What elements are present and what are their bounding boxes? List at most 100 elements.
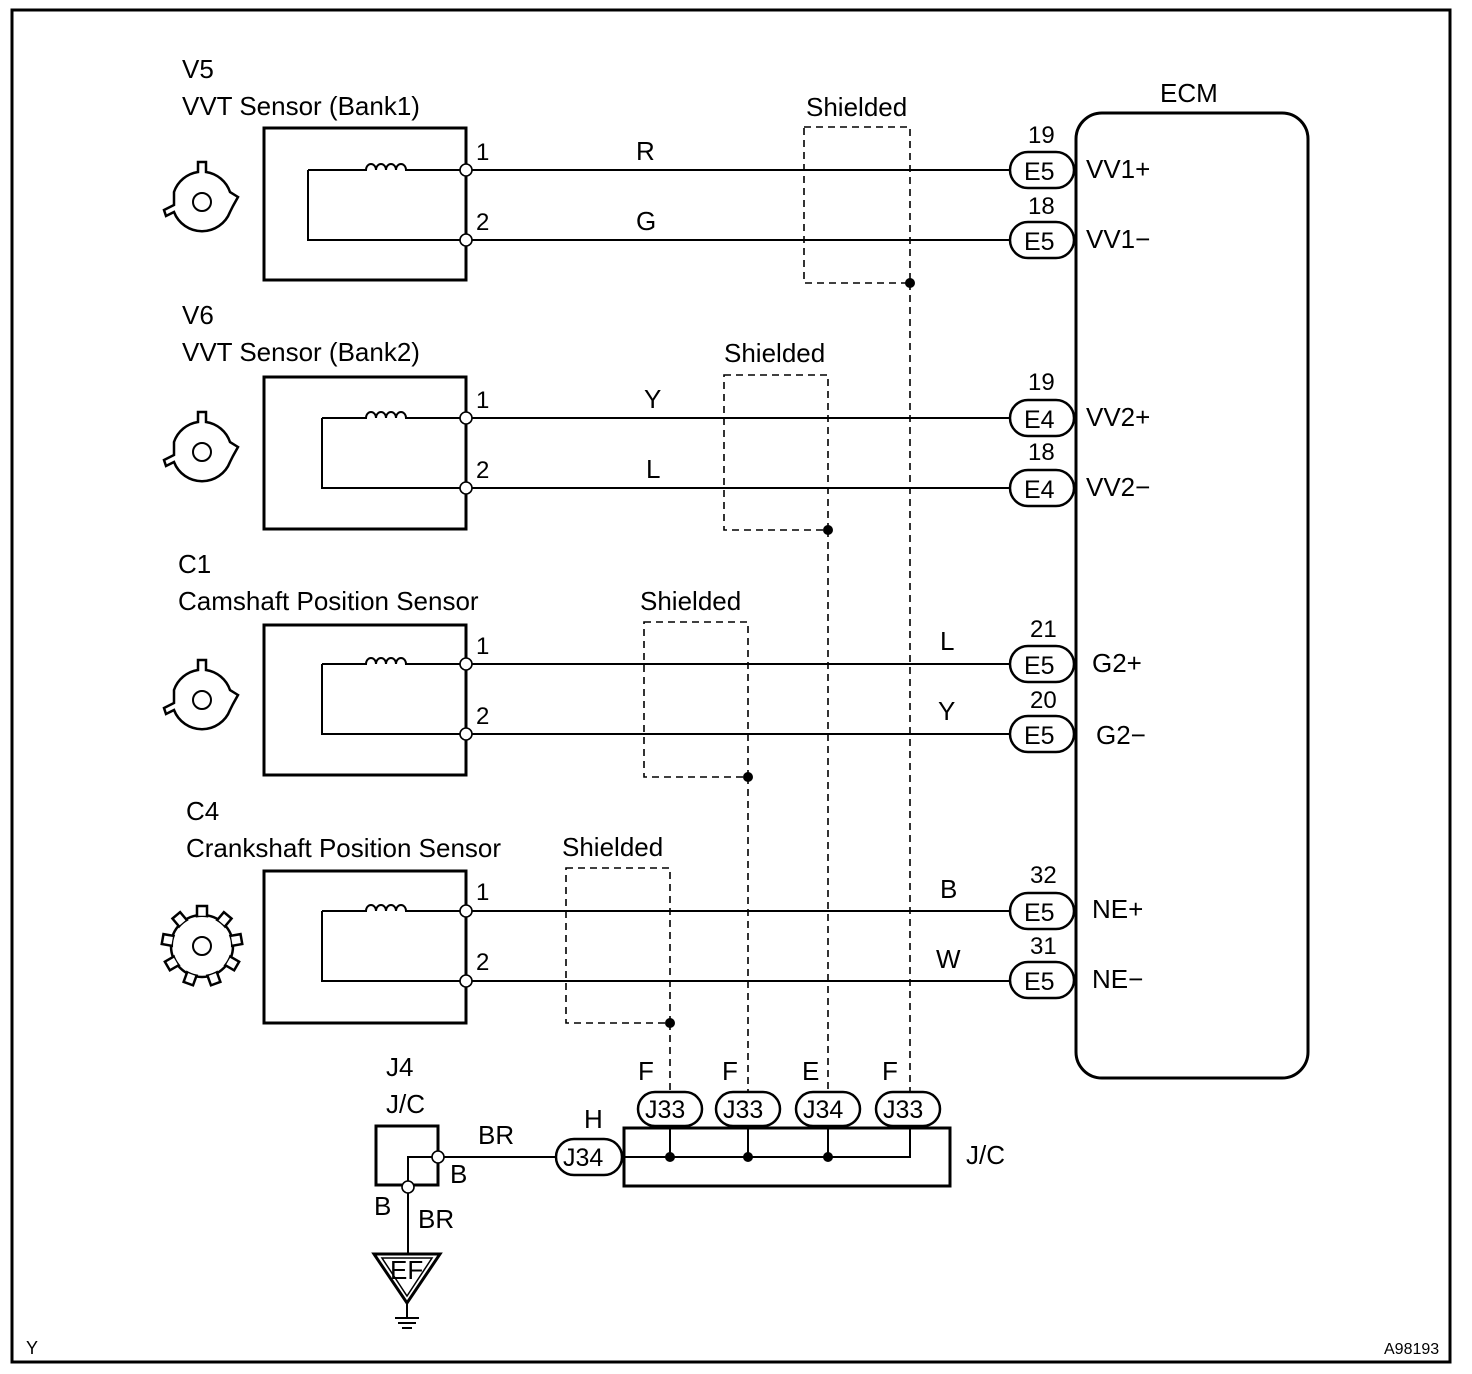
shield-box <box>643 621 749 778</box>
ecm-connector <box>1008 398 1076 438</box>
ecm-pin-number: 20 <box>1030 687 1057 714</box>
ecm-terminal-label: VV2+ <box>1086 402 1150 432</box>
sensor-body <box>262 869 468 1025</box>
j4-pin-label: B <box>450 1159 467 1189</box>
junction-pin-label: F <box>722 1056 738 1086</box>
pin-label: 2 <box>476 949 489 976</box>
page-frame <box>10 8 1452 1364</box>
footer-left-mark: Y <box>26 1338 38 1358</box>
sensor-name: VVT Sensor (Bank2) <box>182 337 420 367</box>
wire-color-label: R <box>636 136 655 166</box>
shield-label: Shielded <box>640 586 741 616</box>
sensor-name: Crankshaft Position Sensor <box>186 833 501 863</box>
wire-color-label: BR <box>478 1120 514 1150</box>
junction-input-connector <box>874 1090 942 1128</box>
junction-pin-label: H <box>584 1104 603 1134</box>
ecm-connector <box>1008 891 1076 931</box>
connector-label: E5 <box>1024 228 1055 256</box>
j4-pin-label: B <box>374 1191 391 1221</box>
ecm-connector <box>1008 960 1076 1000</box>
junction-input-connector <box>794 1090 862 1128</box>
ecm-terminal-label: G2− <box>1096 720 1146 750</box>
pin-label: 2 <box>476 457 489 484</box>
j4-junction: J4 J/C B B BR BR <box>374 1052 556 1254</box>
junction-label: J/C <box>966 1140 1005 1170</box>
ecm-pin-number: 32 <box>1030 862 1057 889</box>
junction-input-connector <box>636 1090 704 1128</box>
junction-pin-label: E <box>802 1056 819 1086</box>
ecm-pin-number: 31 <box>1030 933 1057 960</box>
ecm-pin-number: 21 <box>1030 616 1057 643</box>
connector-label: J33 <box>883 1096 923 1124</box>
ecm-terminal-label: VV1+ <box>1086 154 1150 184</box>
cam-rotor-icon <box>162 410 240 483</box>
connector-label: E5 <box>1024 722 1055 750</box>
pin-label: 1 <box>476 387 489 414</box>
sensor-body <box>262 623 468 777</box>
wire-color-label: Y <box>938 696 955 726</box>
ecm-pin-number: 19 <box>1028 369 1055 396</box>
junction-connector: J/C J33 F J33 F J34 E J33 F J34 H <box>554 1056 1005 1188</box>
connector-label: E5 <box>1024 158 1055 186</box>
wire-color-label: B <box>940 874 957 904</box>
wire-color-label: L <box>940 626 954 656</box>
connector-label: E5 <box>1024 968 1055 996</box>
ecm-terminal-label: VV1− <box>1086 224 1150 254</box>
sensor-c1: C1 Camshaft Position Sensor 1 2 L Y Shie… <box>162 549 1146 782</box>
wire-color-label: BR <box>418 1204 454 1234</box>
sensor-v6: V6 VVT Sensor (Bank2) 1 2 Y L Shielded E… <box>162 300 1150 535</box>
ecm-terminal-label: VV2− <box>1086 472 1150 502</box>
connector-label: J34 <box>563 1144 603 1172</box>
ecm-label: ECM <box>1160 78 1218 108</box>
wire-color-label: G <box>636 206 656 236</box>
cam-rotor-icon <box>162 160 240 233</box>
shield-box <box>723 374 829 531</box>
j4-label: J/C <box>386 1089 425 1119</box>
sensor-body <box>262 375 468 531</box>
ecm-terminal-label: NE+ <box>1092 894 1143 924</box>
ground-label: EF <box>390 1255 423 1285</box>
shield-drain-wires <box>669 283 911 1092</box>
sensor-code: C1 <box>178 549 211 579</box>
crank-gear-icon <box>160 904 244 987</box>
ecm-connector <box>1008 468 1076 508</box>
shield-label: Shielded <box>806 92 907 122</box>
shield-box <box>803 126 911 284</box>
ecm-terminal-label: NE− <box>1092 964 1143 994</box>
j4-code: J4 <box>386 1052 413 1082</box>
sensor-code: V5 <box>182 54 214 84</box>
pin-label: 2 <box>476 703 489 730</box>
pin-label: 1 <box>476 139 489 166</box>
connector-label: J34 <box>803 1096 843 1124</box>
connector-label: J33 <box>645 1096 685 1124</box>
connector-label: E5 <box>1024 652 1055 680</box>
sensor-body <box>262 126 468 282</box>
sensor-c4: C4 Crankshaft Position Sensor 1 <box>160 796 1143 1028</box>
wire-color-label: L <box>646 454 660 484</box>
junction-pin-label: F <box>638 1056 654 1086</box>
ecm-pin-number: 18 <box>1028 193 1055 220</box>
connector-label: E4 <box>1024 476 1055 504</box>
sensor-code: C4 <box>186 796 219 826</box>
junction-input-connector <box>714 1090 782 1128</box>
ecm-connector <box>1008 644 1076 684</box>
footer-figure-id: A98193 <box>1384 1341 1439 1358</box>
ecm-pin-number: 18 <box>1028 439 1055 466</box>
shield-box <box>565 867 671 1024</box>
sensor-name: Camshaft Position Sensor <box>178 586 479 616</box>
connector-label: E5 <box>1024 899 1055 927</box>
ecm-terminal-label: G2+ <box>1092 648 1142 678</box>
cam-rotor-icon <box>162 658 240 731</box>
ecm-connector <box>1008 150 1076 190</box>
junction-pin-label: F <box>882 1056 898 1086</box>
ecm-connector <box>1008 714 1076 754</box>
shield-label: Shielded <box>562 832 663 862</box>
pin-label: 1 <box>476 633 489 660</box>
ecm-block <box>1074 111 1310 1080</box>
connector-label: E4 <box>1024 406 1055 434</box>
ecm-pin-number: 19 <box>1028 122 1055 149</box>
pin-label: 1 <box>476 879 489 906</box>
wire-color-label: W <box>936 944 961 974</box>
pin-label: 2 <box>476 209 489 236</box>
